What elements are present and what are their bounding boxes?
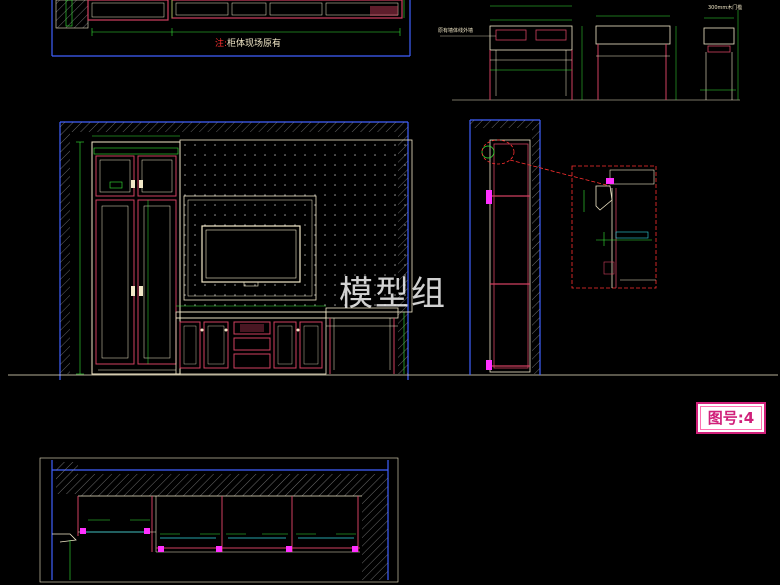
stool-annotation-label: 300mm木门槛 — [708, 5, 743, 11]
bottom-plan — [39, 457, 399, 583]
note-text: 柜体现场原有 — [227, 39, 282, 49]
note-existing-cabinet: 注:柜体现场原有 — [215, 37, 325, 51]
main-elevation — [8, 121, 778, 380]
top-left-partial-plan — [51, 0, 411, 57]
detail-callout — [571, 165, 657, 289]
top-right-desk-views — [440, 5, 740, 101]
note-prefix: 注: — [215, 39, 228, 49]
side-section — [469, 119, 611, 375]
watermark: 模型组 — [339, 274, 447, 314]
figure-number-tag: 图号:4 — [696, 402, 766, 434]
side-annotation-label: 原有墙体线外墙 — [438, 28, 474, 34]
